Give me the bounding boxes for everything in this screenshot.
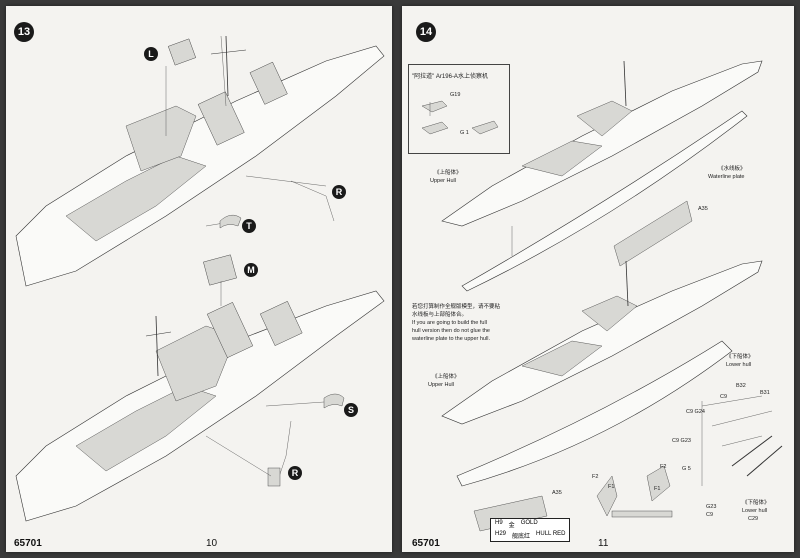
inset-title: "阿拉道" Ar196-A水上侦察机 xyxy=(412,74,488,80)
upper-hull-2-label: Upper Hull xyxy=(428,382,454,388)
product-code: 65701 xyxy=(412,538,440,549)
right-page: 14 "阿拉道" Ar196-A水上侦察机 G19 G 1 xyxy=(402,6,794,552)
callout-r: R xyxy=(332,185,346,199)
paint-code: H29 xyxy=(495,531,507,537)
lower-hull-cn: 《下船体》 xyxy=(726,354,754,360)
waterline-label: Waterline plate xyxy=(708,174,745,180)
part-a35: A35 xyxy=(698,206,708,212)
note-cn-2: 水线板与上部船体合。 xyxy=(412,312,468,318)
part-g23: G23 xyxy=(706,504,717,510)
step-number: 13 xyxy=(14,22,34,42)
part-c9-g24: C9 G24 xyxy=(686,409,705,415)
paint-name-cn: 舰底红 xyxy=(512,534,531,540)
ship-illustration-right xyxy=(421,60,783,532)
part-f2-a: F2 xyxy=(592,474,599,480)
paint-name-en: GOLD xyxy=(520,520,538,526)
paint-name-cn: 金 xyxy=(508,523,515,529)
upper-hull-label: Upper Hull xyxy=(430,178,456,184)
upper-hull-2-cn: 《上船体》 xyxy=(432,374,460,380)
note-en-2: hull version then do not glue the xyxy=(412,328,490,334)
lower-hull-2-cn: 《下船体》 xyxy=(742,500,770,506)
part-c9-b: C9 xyxy=(706,512,714,518)
part-c29: C29 xyxy=(748,516,759,522)
part-g19: G19 xyxy=(450,92,461,98)
ship-illustration-upper xyxy=(15,35,385,522)
upper-hull-cn: 《上船体》 xyxy=(434,170,462,176)
part-b31: B31 xyxy=(760,390,770,396)
part-f1-b: F1 xyxy=(654,486,661,492)
part-f1-a: F1 xyxy=(608,484,615,490)
part-f2-b: F2 xyxy=(660,464,667,470)
note-en-3: waterline plate to the upper hull. xyxy=(412,336,490,342)
aircraft-inset xyxy=(408,64,510,154)
part-c9: C9 xyxy=(720,394,728,400)
callout-m: M xyxy=(244,263,258,277)
callout-t: T xyxy=(242,219,256,233)
note-en-1: If you are going to build the full xyxy=(412,320,487,326)
paint-name-en: HULL RED xyxy=(536,531,566,537)
page-number: 10 xyxy=(206,538,218,549)
paint-code: H9 xyxy=(495,520,503,526)
product-code: 65701 xyxy=(14,538,42,549)
callout-r2: R xyxy=(288,466,302,480)
lower-hull-2-label: Lower hull xyxy=(742,508,768,514)
callout-l: L xyxy=(144,47,158,61)
note-cn-1: 若您打算制作全舰版模型，请不要粘 xyxy=(412,304,501,310)
callout-s: S xyxy=(344,403,358,417)
step-number: 14 xyxy=(416,22,436,42)
part-a35-2: A35 xyxy=(552,490,562,496)
paint-row: H29 舰底红 HULL RED xyxy=(491,530,569,541)
part-g1: G 1 xyxy=(460,130,469,136)
page-number: 11 xyxy=(598,538,609,549)
left-page: 13 L xyxy=(6,6,392,552)
part-b32: B32 xyxy=(736,383,746,389)
part-c9-g23: C9 G23 xyxy=(672,438,691,444)
part-g5: G 5 xyxy=(682,466,691,472)
paint-table: H9 金 GOLD H29 舰底红 HULL RED xyxy=(490,518,571,542)
paint-row: H9 金 GOLD xyxy=(491,519,569,530)
lower-hull-label: Lower hull xyxy=(726,362,752,368)
waterline-cn: 《水线板》 xyxy=(718,166,746,172)
